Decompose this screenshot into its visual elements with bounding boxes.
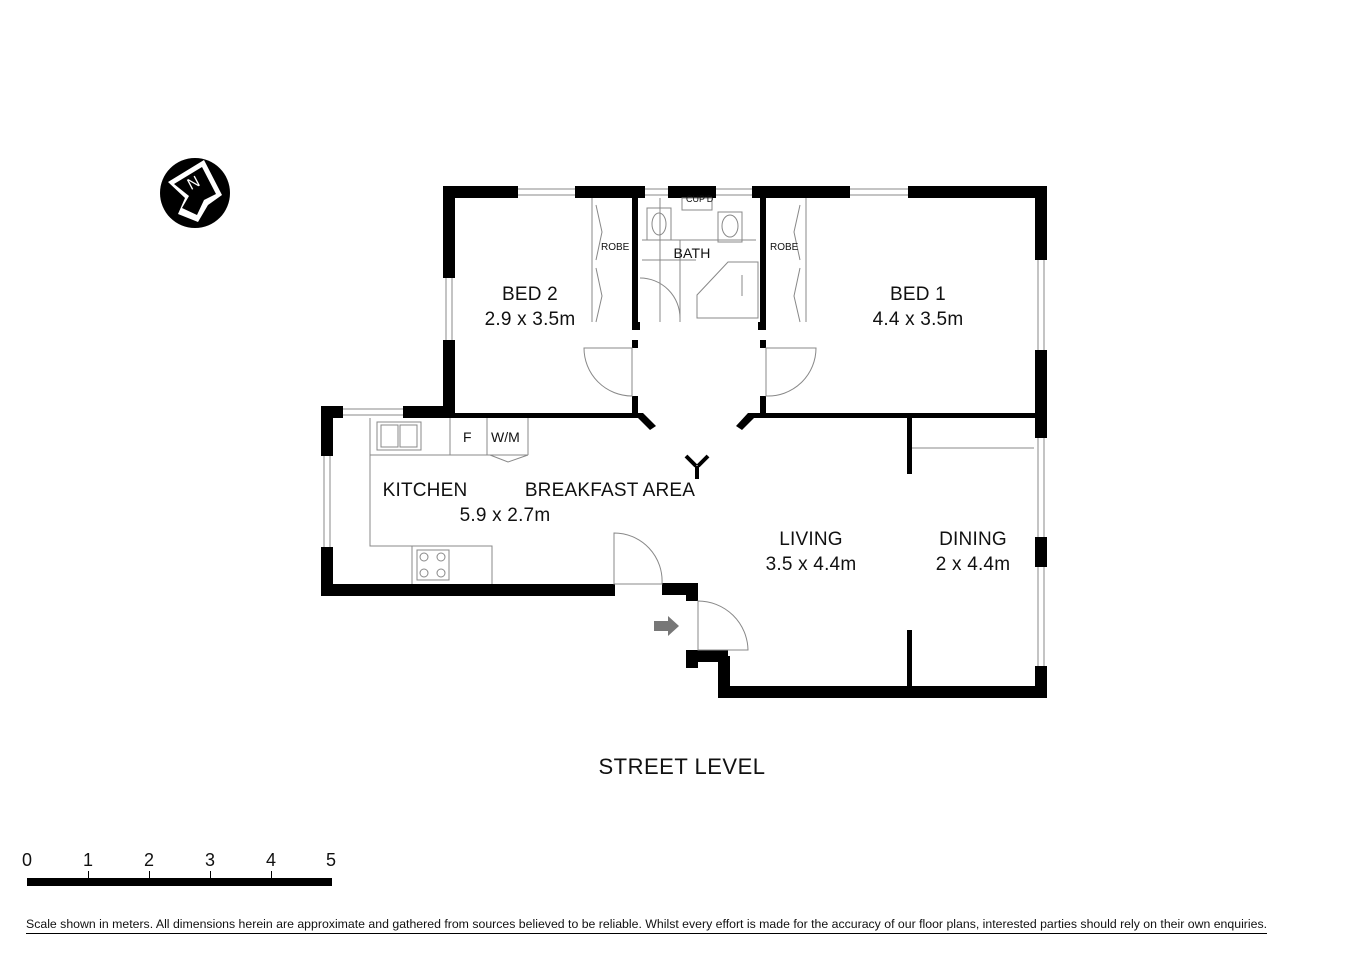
fridge-label: F	[463, 429, 472, 445]
scale-tick-label: 1	[82, 850, 93, 870]
room-kitchen-size: 5.9 x 2.7m	[440, 503, 570, 528]
room-bath: BATH	[662, 244, 722, 262]
entry-arrow-icon	[654, 616, 679, 636]
north-arrow-icon	[160, 158, 230, 228]
robe-left-label: ROBE	[601, 242, 630, 253]
scale-tick	[271, 871, 272, 879]
room-bed2: BED 2 2.9 x 3.5m	[470, 282, 590, 332]
room-kitchen-name: KITCHEN	[382, 480, 468, 501]
room-bed1-name: BED 1	[890, 284, 946, 305]
scale-tick-label: 3	[204, 850, 215, 870]
level-label: STREET LEVEL	[598, 754, 766, 779]
scale-bar-line	[27, 878, 332, 886]
robe-right-label: ROBE	[770, 242, 799, 253]
room-living: LIVING 3.5 x 4.4m	[750, 527, 872, 577]
room-kitchen-size-text: 5.9 x 2.7m	[459, 505, 551, 526]
room-bed2-name: BED 2	[502, 284, 558, 305]
walls	[321, 186, 1047, 698]
disclaimer: Scale shown in meters. All dimensions he…	[26, 917, 1268, 934]
scale-tick	[88, 871, 89, 879]
room-living-name: LIVING	[779, 529, 843, 550]
room-living-size: 3.5 x 4.4m	[765, 554, 857, 575]
scale-tick-label: 2	[143, 850, 154, 870]
washing-machine-label: W/M	[491, 429, 520, 445]
scale-tick-label: 4	[265, 850, 276, 870]
room-dining-name: DINING	[939, 529, 1007, 550]
room-dining: DINING 2 x 4.4m	[918, 527, 1028, 577]
room-kitchen: KITCHEN	[370, 478, 480, 503]
room-bed1: BED 1 4.4 x 3.5m	[858, 282, 978, 332]
room-bath-name: BATH	[673, 245, 711, 261]
room-dining-size: 2 x 4.4m	[935, 554, 1011, 575]
room-bed2-size: 2.9 x 3.5m	[484, 309, 576, 330]
fixtures	[323, 188, 1045, 666]
room-breakfast-name: BREAKFAST AREA	[524, 480, 696, 501]
scale-tick	[210, 871, 211, 879]
room-bed1-size: 4.4 x 3.5m	[872, 309, 964, 330]
hall-marker-icon	[684, 454, 710, 479]
cupboard-label: CUP'D	[686, 194, 714, 204]
scale-tick-label: 5	[325, 850, 336, 870]
scale-tick	[149, 871, 150, 879]
scale-tick-label: 0	[21, 850, 32, 870]
room-breakfast: BREAKFAST AREA	[522, 478, 698, 503]
